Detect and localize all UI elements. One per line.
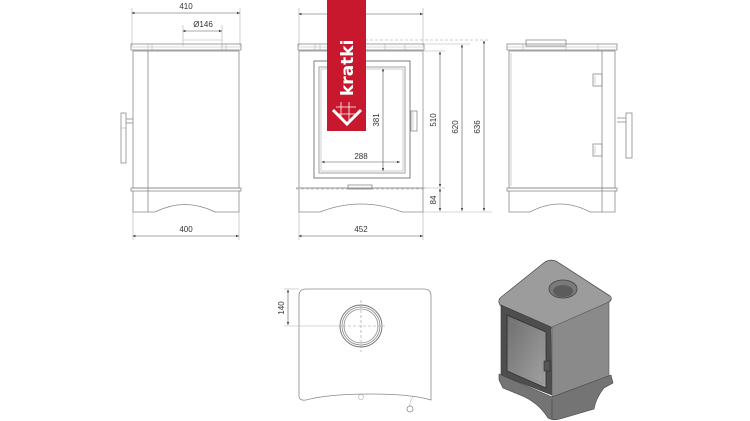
- dim-base-height: 84: [429, 195, 438, 204]
- dim-flue-diameter: Ø146: [193, 20, 213, 29]
- dim-top-width: 410: [179, 2, 193, 11]
- side-view-left: 410 Ø146 400: [120, 2, 242, 240]
- dim-glass-height: 381: [372, 113, 381, 127]
- dim-overall-width: 452: [354, 225, 368, 234]
- dim-glass-width: 288: [354, 152, 368, 161]
- front-view: 288 381 510 620 636 84 452: [296, 8, 492, 240]
- kratki-arrow-icon: [331, 102, 363, 127]
- dim-total-height: 636: [473, 120, 482, 134]
- svg-text:kratki: kratki: [338, 40, 358, 96]
- side-view-right: [506, 39, 633, 213]
- dim-flue-offset: 140: [277, 301, 286, 315]
- top-view: 140: [277, 288, 432, 413]
- dim-side-width: 400: [179, 225, 193, 234]
- dim-flue-height: 620: [451, 120, 460, 134]
- kratki-logo: kratki: [327, 0, 366, 131]
- isometric-render: [498, 259, 614, 421]
- dim-body-height: 510: [429, 113, 438, 127]
